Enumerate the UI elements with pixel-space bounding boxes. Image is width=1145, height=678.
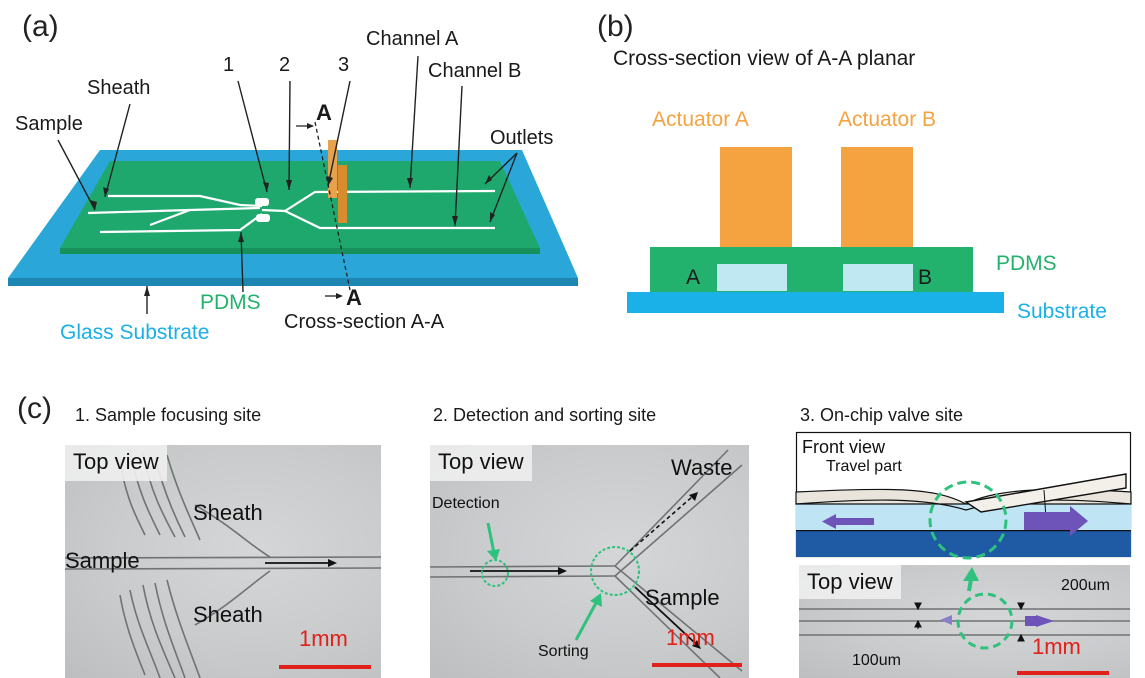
label-channel-b: Channel B <box>428 60 522 82</box>
channel-a-cavity <box>717 264 787 291</box>
site2-scale-bar <box>652 663 742 667</box>
site3-micrograph: Top view 200um 100um 1mm <box>799 565 1130 678</box>
section-marker-bottom: A <box>346 285 362 310</box>
label-channel-a-section: A <box>686 266 701 289</box>
site1-label-sample: Sample <box>65 548 140 573</box>
label-pdms-a: PDMS <box>200 291 261 314</box>
actuator-a-block <box>720 147 792 247</box>
actuator-b-block <box>841 147 913 247</box>
site1-label-sheath-top: Sheath <box>193 500 263 525</box>
actuator-b-pillar <box>338 165 347 223</box>
label-outlets: Outlets <box>490 127 554 149</box>
site2-title: 2. Detection and sorting site <box>433 405 657 425</box>
site1-title: 1. Sample focusing site <box>75 405 262 425</box>
label-pdms-b: PDMS <box>996 252 1057 275</box>
pdms-block <box>650 247 973 292</box>
site1-label-sheath-bottom: Sheath <box>193 602 263 627</box>
label-cross-section: Cross-section A-A <box>284 311 445 333</box>
site2-label-sorting: Sorting <box>538 643 589 660</box>
site3-label-200um: 200um <box>1061 577 1110 594</box>
label-actuator-b: Actuator B <box>838 108 937 131</box>
site3-top-view-tag: Top view <box>799 565 901 599</box>
site1-scale-bar <box>279 665 371 669</box>
cross-section-diagram <box>627 147 1004 313</box>
site2-micrograph: Top view Waste Detection Sample Sorting … <box>430 445 749 678</box>
valve-front-view-diagram <box>795 431 1132 560</box>
site2-top-view-tag: Top view <box>430 445 532 481</box>
site3-title: 3. On-chip valve site <box>800 405 964 425</box>
label-site-3: 3 <box>338 54 350 76</box>
actuator-a-pillar <box>328 140 337 198</box>
pdms-layer <box>60 161 540 248</box>
label-site-2: 2 <box>279 54 291 76</box>
label-site-1: 1 <box>223 54 235 76</box>
substrate-block <box>627 292 1004 313</box>
site3-label-travel-part: Travel part <box>826 458 902 475</box>
site1-top-view-tag: Top view <box>65 445 167 481</box>
site2-label-sample: Sample <box>645 585 720 610</box>
site1-micrograph: Top view Sheath Sample Sheath 1mm <box>65 445 381 678</box>
site3-label-front-view: Front view <box>802 437 886 457</box>
site1-scale-label: 1mm <box>299 626 348 651</box>
chip-3d-diagram <box>8 55 578 314</box>
site2-label-waste: Waste <box>671 455 733 480</box>
panel-c-letter: (c) <box>17 392 52 425</box>
label-channel-b-section: B <box>918 266 933 289</box>
label-glass-substrate: Glass Substrate <box>60 321 210 344</box>
site3-scale-label: 1mm <box>1032 634 1081 659</box>
label-substrate: Substrate <box>1017 300 1107 323</box>
label-sheath: Sheath <box>87 77 151 99</box>
label-sample: Sample <box>15 113 83 135</box>
panel-a-letter: (a) <box>22 10 59 43</box>
label-channel-a: Channel A <box>366 28 459 50</box>
channel-b-cavity <box>843 264 913 291</box>
cross-section-title: Cross-section view of A-A planar <box>613 47 916 70</box>
site3-scale-bar <box>1017 671 1109 675</box>
label-actuator-a: Actuator A <box>652 108 749 131</box>
site3-label-100um: 100um <box>852 652 901 669</box>
site2-label-detection: Detection <box>432 495 500 512</box>
site2-scale-label: 1mm <box>666 625 715 650</box>
section-marker-top: A <box>316 100 332 125</box>
panel-b-letter: (b) <box>597 10 634 43</box>
